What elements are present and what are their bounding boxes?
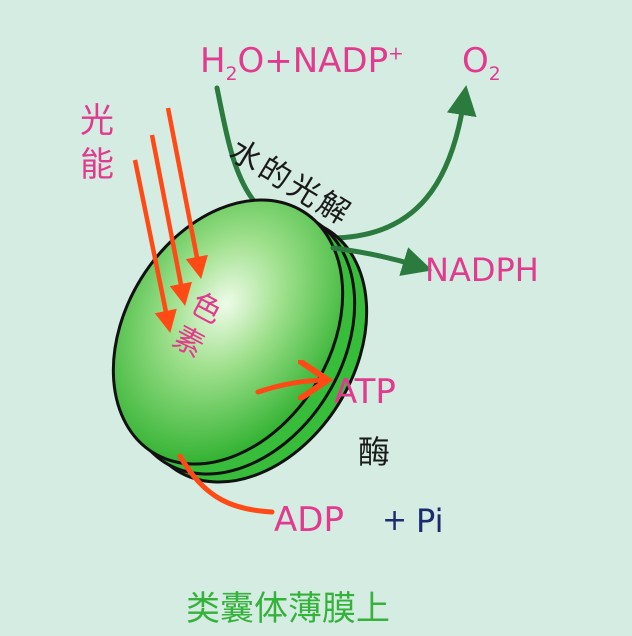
h2o-h: H	[200, 41, 226, 81]
light-energy-char-1: 光	[80, 101, 114, 141]
o2-subscript: 2	[488, 63, 501, 85]
o2-o: O	[462, 41, 489, 81]
oxygen-label: O2	[462, 44, 501, 85]
atp-arrow	[255, 380, 328, 392]
caption: 类囊体薄膜上	[186, 589, 390, 629]
light-energy-label: 光 能	[80, 104, 114, 182]
nadph-arrow	[330, 245, 433, 276]
atp-label: ATP	[334, 372, 396, 412]
reactant-label: H2O+NADP+	[200, 44, 404, 85]
thylakoid-stack	[111, 198, 369, 484]
enzyme-label: 酶	[358, 433, 391, 471]
light-arrows	[132, 107, 208, 334]
h2o-subscript: 2	[225, 63, 238, 85]
nadp-charge: +	[388, 43, 404, 65]
adp-curve	[177, 453, 275, 515]
h2o-nadp: O+NADP	[237, 41, 389, 81]
plus-sign: +	[382, 503, 408, 538]
adp-label: ADP	[274, 500, 344, 540]
pi-label: Pi	[416, 502, 444, 540]
nadph-label: NADPH	[425, 251, 539, 289]
light-energy-char-2: 能	[80, 145, 114, 185]
